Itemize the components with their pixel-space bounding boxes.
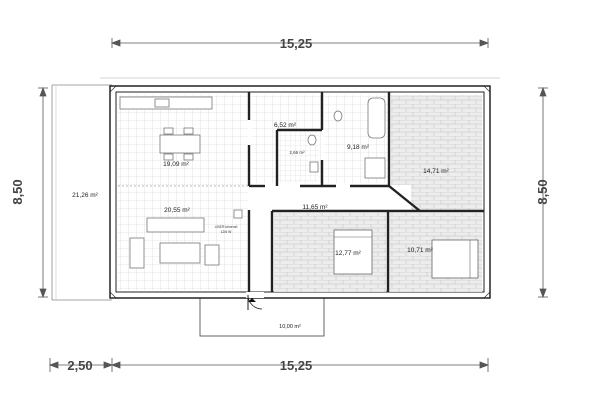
dining-table: [159, 134, 201, 154]
fireplace-label: LISER kénemő: [215, 225, 238, 229]
area-label-bedroom-mid: 12,77 m²: [335, 250, 361, 257]
hall: [251, 185, 411, 211]
shower: [364, 157, 386, 179]
entry-door: [246, 292, 264, 310]
coffee-table: [159, 242, 201, 264]
dimension-right: [538, 86, 548, 299]
toilet: [333, 110, 343, 122]
top-width-label: 15,25: [280, 36, 313, 51]
interior-walls: [247, 92, 484, 292]
area-label-bedroom-right: 14,71 m²: [423, 168, 449, 175]
armchair: [129, 237, 145, 269]
dimension-left: [38, 86, 48, 299]
sink: [154, 98, 170, 108]
fireplace: [233, 209, 243, 219]
side-terrace: [51, 84, 112, 301]
area-label-storage: 6,52 m²: [274, 122, 297, 129]
living-room: [118, 185, 248, 290]
chair: [163, 153, 174, 161]
area-label-living: 20,55 m²: [164, 207, 190, 214]
bed: [431, 239, 479, 279]
chair: [163, 127, 174, 135]
fireplace-sublabel: 12/6 W: [221, 230, 233, 234]
chair: [183, 127, 194, 135]
armchair: [204, 244, 220, 266]
left-height-label: 8,50: [10, 179, 25, 204]
area-label-front-terrace: 10,00 m²: [279, 324, 301, 330]
right-height-label: 8,50: [535, 179, 550, 204]
dimension-top: [110, 38, 490, 48]
front-terrace: [199, 295, 325, 337]
wall-hatch: [109, 85, 491, 299]
sofa: [146, 217, 205, 233]
toilet: [307, 134, 317, 146]
area-label-dining: 19,09 m²: [163, 161, 189, 168]
area-label-bedroom-small: 10,71 m²: [407, 247, 433, 254]
bottom-terrace-width-label: 2,50: [67, 358, 92, 373]
washbasin: [309, 161, 319, 173]
bottom-width-label: 15,25: [280, 358, 313, 373]
chair: [183, 153, 194, 161]
area-label-hall: 11,65 m²: [302, 204, 328, 211]
area-label-side-terrace: 21,26 m²: [72, 192, 98, 199]
bathtub: [367, 97, 386, 139]
dimension-bottom: [48, 358, 490, 372]
area-label-wc: 2,66 m²: [289, 150, 305, 155]
double-bed: [333, 229, 373, 275]
area-label-bathroom: 9,18 m²: [347, 144, 370, 151]
